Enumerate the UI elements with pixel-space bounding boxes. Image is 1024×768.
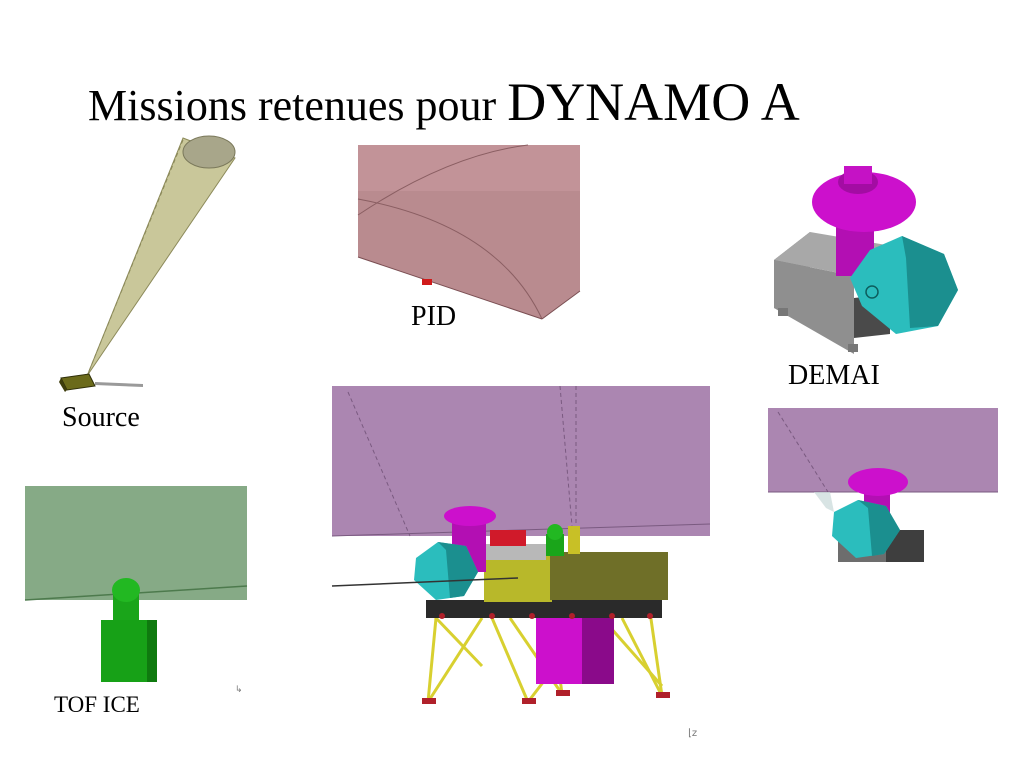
demai-grey-box-front [774, 260, 854, 354]
tof-cap [112, 578, 140, 602]
demai-cyan-port [865, 285, 879, 299]
closeup-magenta-cap [848, 468, 908, 496]
lander-red-box [490, 530, 526, 546]
lander-yellow-mast [568, 526, 580, 554]
tof-ice-figure: ↳ [24, 486, 248, 695]
pid-volume-top [358, 145, 580, 191]
closeup-cyan-shade [858, 500, 900, 556]
lander-fov-dash-2 [559, 385, 573, 527]
slide-title-main: Missions retenues pour [88, 81, 508, 130]
lander-magenta-cap [444, 506, 496, 526]
tof-ice-label: TOF ICE [54, 692, 140, 717]
closeup-fov-dash [777, 411, 829, 493]
demai-foot-2 [848, 344, 858, 352]
source-box [60, 373, 96, 391]
pid-edge [357, 256, 543, 320]
source-cone-body [86, 137, 236, 377]
lander-cyan-shade [438, 542, 478, 598]
pid-curve-2 [357, 198, 543, 320]
lander-fov-dash-1 [347, 391, 411, 537]
source-box-side [59, 378, 67, 392]
pid-label: PID [411, 301, 457, 332]
demai-label: DEMAI [788, 360, 880, 391]
lander-boom [331, 577, 519, 587]
pid-sensor [422, 279, 432, 285]
pid-figure [357, 144, 581, 320]
demai-figure [774, 166, 958, 354]
source-boom [95, 382, 143, 387]
source-cone-figure [59, 135, 236, 392]
demai-magenta-knob [844, 166, 872, 184]
source-cone-edge [86, 139, 184, 377]
lander-magenta-block-shade [582, 612, 614, 684]
lander-olive-body [550, 552, 668, 600]
lander-grey-box [486, 544, 546, 560]
lander-feet [422, 690, 670, 704]
lander-green-sensor [546, 534, 564, 556]
slide-title-emphasis: DYNAMO A [507, 72, 800, 132]
demai-cyan-head-shade [902, 236, 958, 328]
closeup-beam [814, 492, 834, 512]
pid-curve-1 [357, 144, 529, 216]
lander-figure: ⌊z [331, 385, 711, 739]
demai-foot-1 [778, 308, 788, 316]
source-cone-aperture [182, 135, 236, 169]
lander-green-sensor-top [547, 524, 563, 540]
lander-platform [426, 600, 662, 618]
demai-closeup-figure [768, 408, 998, 562]
lander-axis-mark: ⌊z [688, 728, 697, 739]
demai-magenta-cap [812, 172, 916, 232]
lander-fov-volume [332, 386, 710, 536]
slide-title: Missions retenues pour DYNAMO A [88, 72, 988, 136]
tof-body-shade [147, 620, 157, 682]
lander-platform-bolts [439, 613, 653, 619]
pid-edge-2 [541, 290, 581, 320]
source-label: Source [62, 402, 140, 433]
tof-axis-mark: ↳ [235, 685, 243, 695]
tof-field-volume [25, 486, 247, 600]
